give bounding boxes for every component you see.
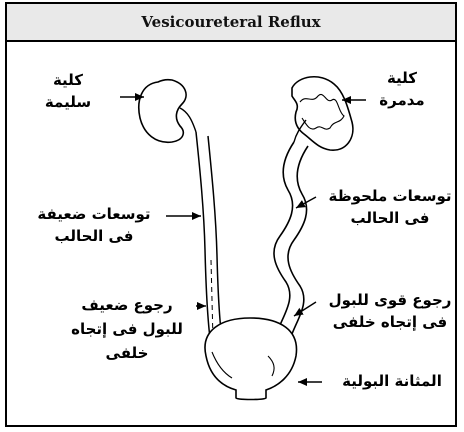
label-weak-reflux-line1: رجوع ضعيف bbox=[60, 293, 194, 317]
damaged-kidney-shape bbox=[292, 77, 353, 150]
label-mild-dilation-line1: توسعات ضعيفة bbox=[22, 204, 166, 226]
label-damaged-kidney: كلية مدمرة bbox=[364, 68, 440, 112]
label-notable-dilation: توسعات ملحوظة فى الحالب bbox=[320, 186, 460, 230]
label-healthy-kidney: كلية سليمة bbox=[30, 70, 106, 114]
label-bladder: المثانة البولية bbox=[324, 371, 460, 393]
healthy-ureter-inner bbox=[208, 136, 224, 352]
damaged-ureter-inner bbox=[282, 146, 308, 358]
label-bladder-line1: المثانة البولية bbox=[324, 371, 460, 393]
label-notable-dilation-line1: توسعات ملحوظة bbox=[320, 186, 460, 208]
label-mild-dilation-line2: فى الحالب bbox=[22, 226, 166, 248]
label-strong-reflux-line2: فى إتجاه خلفى bbox=[318, 312, 462, 334]
healthy-ureter-outer bbox=[196, 132, 212, 352]
label-damaged-kidney-line2: مدمرة bbox=[364, 90, 440, 112]
label-notable-dilation-line2: فى الحالب bbox=[320, 208, 460, 230]
label-strong-reflux-line1: رجوع قوى للبول bbox=[318, 290, 462, 312]
label-healthy-kidney-line1: كلية bbox=[30, 70, 106, 92]
healthy-kidney-shape bbox=[139, 80, 186, 143]
label-mild-dilation: توسعات ضعيفة فى الحالب bbox=[22, 204, 166, 248]
label-healthy-kidney-line2: سليمة bbox=[30, 92, 106, 114]
arrow-strong-reflux bbox=[294, 302, 316, 316]
bladder-shape bbox=[205, 318, 297, 400]
label-damaged-kidney-line1: كلية bbox=[364, 68, 440, 90]
label-weak-reflux: رجوع ضعيف للبول فى إتجاه خلفى bbox=[60, 293, 194, 365]
label-strong-reflux: رجوع قوى للبول فى إتجاه خلفى bbox=[318, 290, 462, 334]
reflux-dashes-left bbox=[211, 260, 213, 340]
label-weak-reflux-line3: خلفى bbox=[60, 341, 194, 365]
label-weak-reflux-line2: للبول فى إتجاه bbox=[60, 317, 194, 341]
